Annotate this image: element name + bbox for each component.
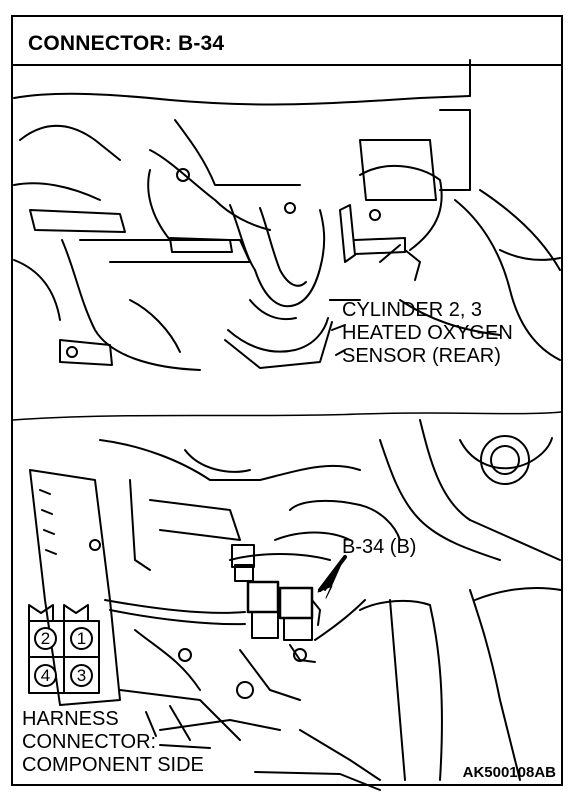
page-title: CONNECTOR: B-34: [28, 32, 225, 55]
connector-callout: B-34 (B): [342, 536, 417, 558]
pinout-outline: [28, 604, 100, 694]
sensor-label-line2: HEATED OXYGEN: [342, 322, 513, 344]
upper-engine-illustration: [13, 59, 561, 371]
harness-label-line1: HARNESS: [22, 708, 119, 730]
pin-4: 4: [34, 664, 57, 687]
pin-1: 1: [70, 627, 93, 650]
harness-label: HARNESS CONNECTOR: COMPONENT SIDE: [22, 708, 204, 777]
lower-engine-illustration: [29, 419, 562, 781]
sensor-label-line3: SENSOR (REAR): [342, 345, 501, 367]
harness-label-line3: COMPONENT SIDE: [22, 754, 204, 776]
sensor-label-line1: CYLINDER 2, 3: [342, 299, 483, 321]
title-divider: [13, 64, 561, 66]
pin-2: 2: [34, 627, 57, 650]
figure-code: AK500108AB: [462, 764, 556, 781]
pin-3: 3: [70, 664, 93, 687]
harness-label-line2: CONNECTOR:: [22, 731, 157, 753]
sensor-label: CYLINDER 2, 3 HEATED OXYGEN SENSOR (REAR…: [342, 299, 513, 368]
